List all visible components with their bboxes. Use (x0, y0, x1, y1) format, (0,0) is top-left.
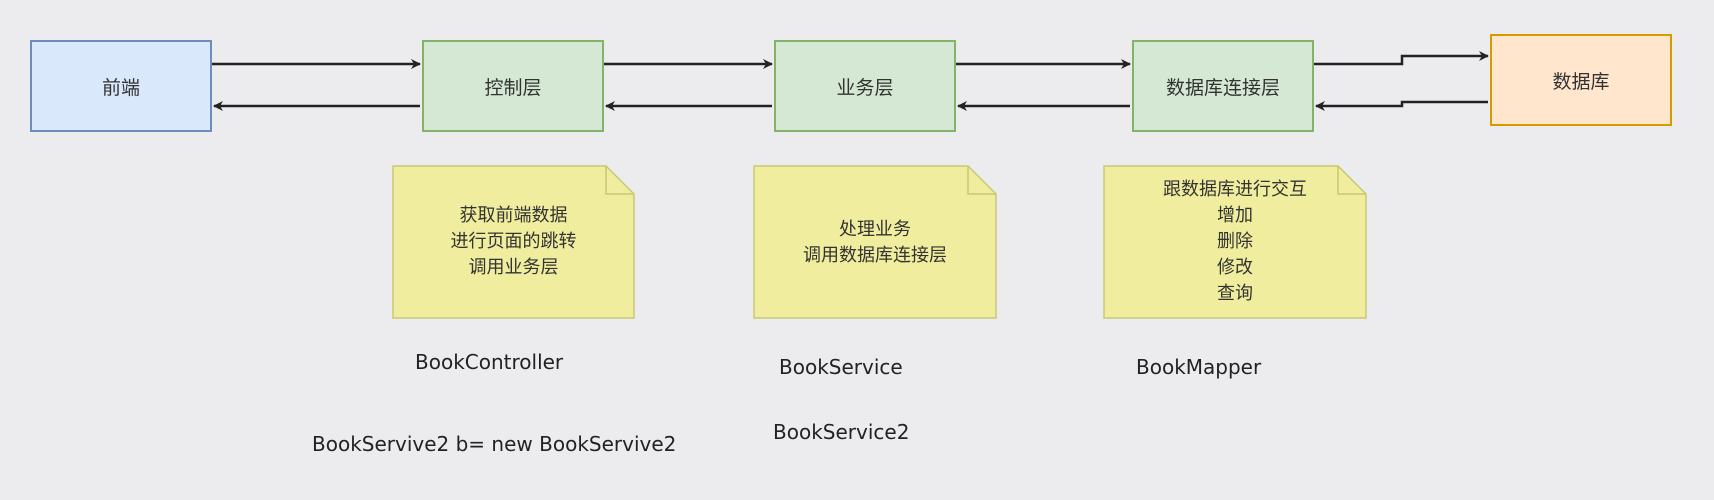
box-dao-label: 数据库连接层 (1165, 76, 1280, 99)
box-frontend-label: 前端 (101, 76, 140, 99)
note-controller-shape (392, 165, 635, 319)
box-service-label: 业务层 (836, 76, 894, 99)
note-dao-text: 跟数据库进行交互 增加 删除 修改 查询 (1163, 179, 1307, 304)
label-book-controller: BookController (415, 350, 564, 374)
note-service-fold (967, 166, 996, 195)
box-dao[interactable]: 数据库连接层 (1132, 40, 1314, 132)
note-service-text: 处理业务 调用数据库连接层 (803, 219, 947, 266)
box-database[interactable]: 数据库 (1490, 34, 1672, 126)
label-book-mapper: BookMapper (1136, 355, 1262, 379)
box-frontend[interactable]: 前端 (30, 40, 212, 132)
box-service[interactable]: 业务层 (774, 40, 956, 132)
note-dao-fold (1337, 166, 1366, 195)
arrow-database-to-dao (1315, 100, 1488, 111)
label-book-service2: BookService2 (773, 420, 910, 444)
arrow-dao-to-database (1314, 51, 1489, 66)
label-book-service: BookService (779, 355, 903, 379)
label-book-service-new: BookServive2 b= new BookServive2 (312, 432, 677, 456)
note-service-shape (753, 165, 997, 319)
note-controller-fold (605, 166, 634, 195)
note-controller-text: 获取前端数据 进行页面的跳转 调用业务层 (450, 205, 577, 278)
box-controller-label: 控制层 (484, 76, 542, 99)
box-database-label: 数据库 (1552, 70, 1610, 93)
note-dao-shape (1103, 165, 1367, 319)
box-controller[interactable]: 控制层 (422, 40, 604, 132)
